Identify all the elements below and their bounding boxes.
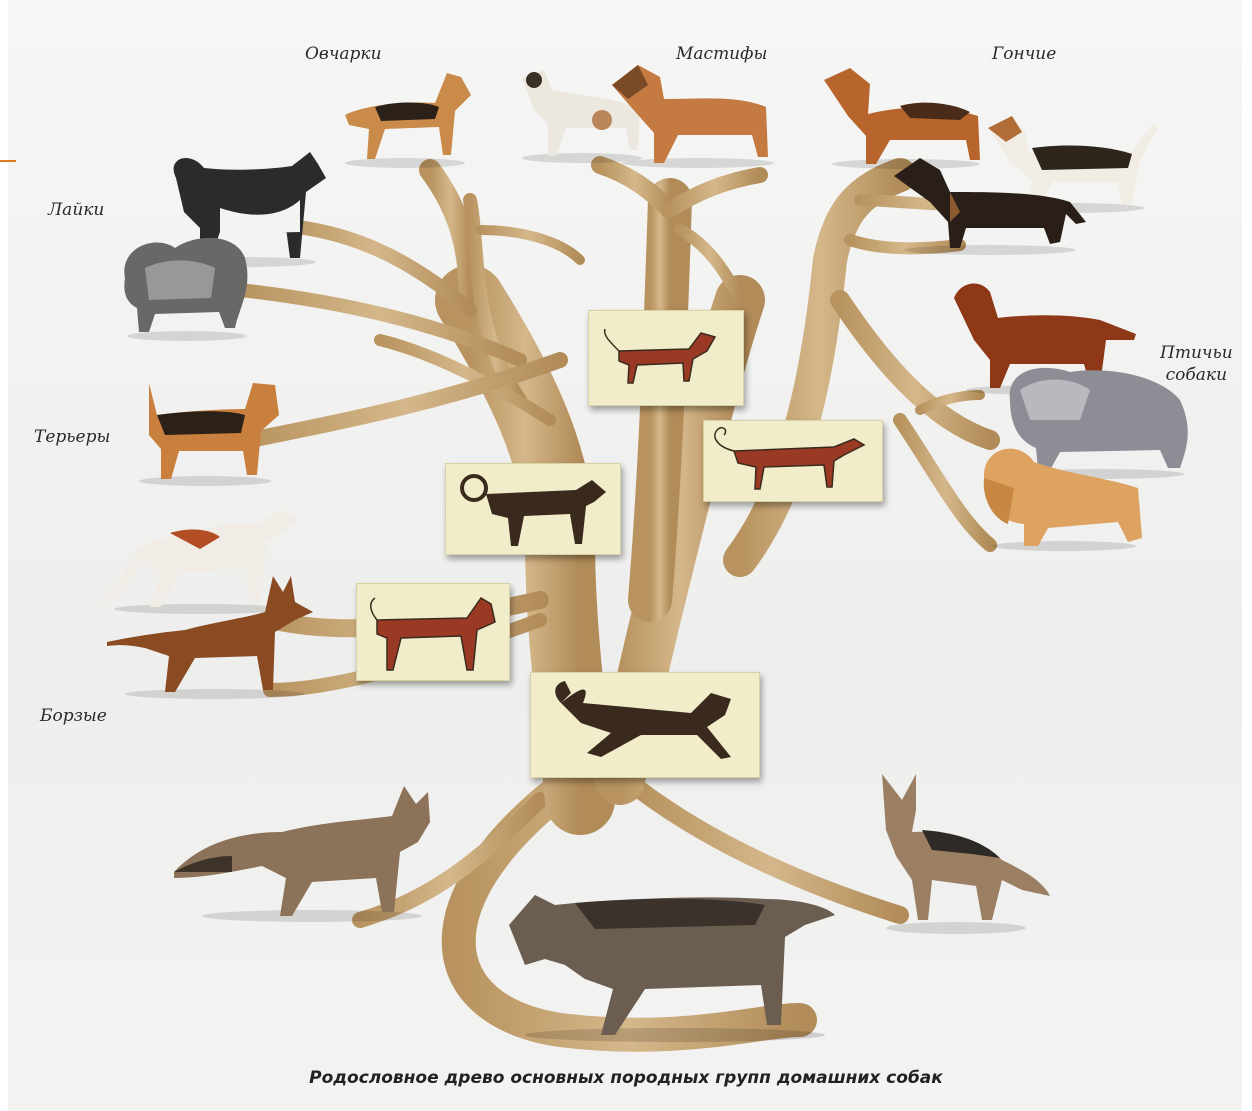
keeshond-icon (115, 228, 255, 343)
rock-art-plate-3 (445, 463, 621, 555)
rock-art-running-dog-icon (531, 673, 759, 777)
diagram-caption: Родословное древо основных породных груп… (0, 1068, 1252, 1088)
coyote-icon (172, 782, 434, 922)
pharaoh-hound-icon (105, 572, 315, 700)
label-sighthounds: Борзые (40, 706, 107, 726)
cocker-spaniel-icon (978, 438, 1146, 553)
wolf-icon (505, 885, 837, 1043)
branch-upper-left-link (480, 230, 580, 260)
rock-art-dog-icon (589, 311, 743, 405)
rock-art-hound-icon (704, 421, 882, 501)
label-laikas: Лайки (48, 200, 104, 220)
german-shepherd-icon (335, 55, 475, 170)
rock-art-red-dog-icon (357, 584, 509, 680)
airedale-terrier-icon (125, 375, 283, 487)
mastiff-icon (608, 55, 780, 170)
dachshund-icon (890, 152, 1086, 257)
label-hounds: Гончие (992, 44, 1056, 64)
rock-art-curly-tail-dog-icon (446, 464, 620, 554)
jackal-icon (872, 770, 1052, 935)
rock-art-plate-1 (588, 310, 744, 406)
branch-right-main (740, 175, 900, 560)
label-terriers: Терьеры (34, 427, 110, 447)
rock-art-plate-2 (703, 420, 883, 502)
rock-art-plate-5 (530, 672, 760, 778)
rock-art-plate-4 (356, 583, 510, 681)
